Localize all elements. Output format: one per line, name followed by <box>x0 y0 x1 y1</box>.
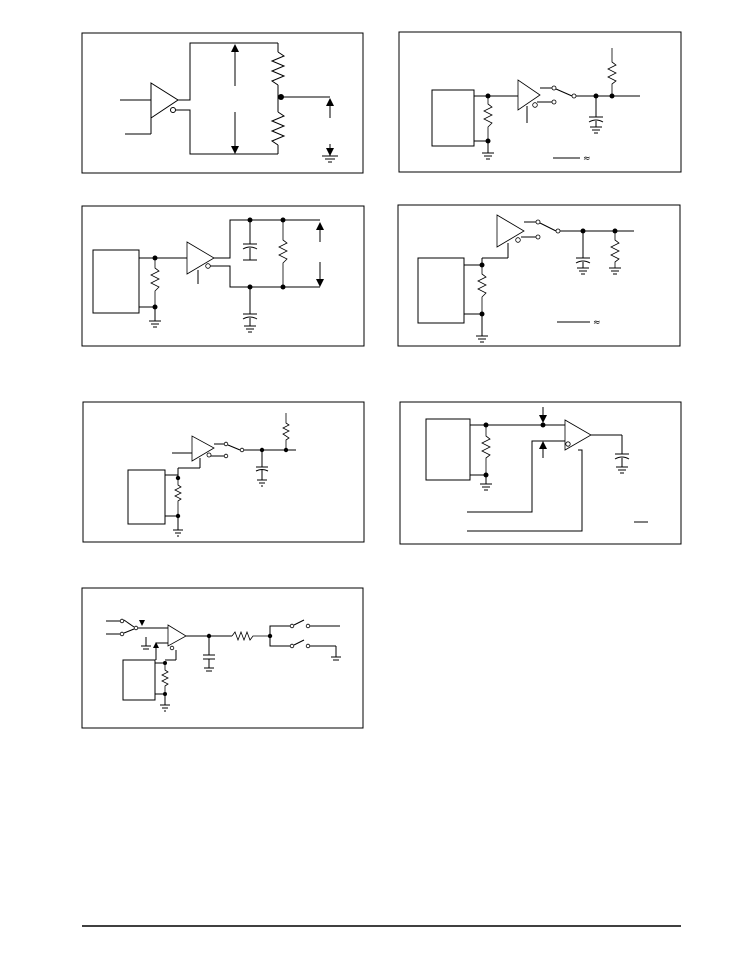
termination-resistor <box>477 265 487 314</box>
figure-6-comparator-thresholds <box>399 401 682 545</box>
switch-contact <box>535 219 541 225</box>
inverting-output-bubble <box>170 107 176 113</box>
source-block <box>122 659 156 701</box>
figure-3-frame <box>81 205 365 347</box>
input-switch-1 <box>123 619 135 628</box>
output-switch-2 <box>293 639 305 646</box>
switch-blade <box>227 444 241 451</box>
figure-5-compact-receiver-switch <box>82 401 365 543</box>
comparator-triangle <box>496 214 525 248</box>
figure-7-mux-output-switches <box>81 587 364 729</box>
source-block <box>425 418 471 481</box>
switch-contact <box>223 441 229 447</box>
switch-blade <box>555 88 573 97</box>
comparator-triangle <box>564 419 592 451</box>
output-switch-1 <box>293 619 305 626</box>
figure-3-receiver-rc-network <box>81 205 365 347</box>
termination-resistor <box>481 425 491 475</box>
output-top-wire <box>178 42 278 101</box>
output-bottom-wire <box>176 109 278 155</box>
comparator-triangle <box>191 435 215 462</box>
figure-4-frame <box>397 204 681 347</box>
comparator-triangle <box>517 79 541 111</box>
switch-contact <box>551 85 557 91</box>
termination-resistor <box>483 96 493 141</box>
input-switch-2 <box>123 628 135 634</box>
figure-1-frame <box>81 32 364 174</box>
resistor-top <box>270 51 286 86</box>
figure-1-differential-driver-divider <box>81 32 364 174</box>
termination-resistor <box>174 478 182 516</box>
approx-symbol: ≈ <box>583 154 591 164</box>
figure-2-frame <box>398 31 682 173</box>
source-block <box>92 249 140 314</box>
figure-6-frame <box>399 401 682 545</box>
load-resistor <box>610 231 620 268</box>
mux-comparator-triangle <box>167 624 187 647</box>
series-resistor <box>231 630 270 642</box>
pullup-resistor <box>607 48 617 96</box>
termination-resistor <box>161 663 169 694</box>
figure-2-receiver-switch-rc: ≈ <box>398 31 682 173</box>
source-block <box>417 257 465 324</box>
figure-5-frame <box>82 401 365 543</box>
pullup-resistor <box>282 413 290 450</box>
figure-7-frame <box>81 587 364 729</box>
buffer-triangle <box>186 241 215 275</box>
resistor-bottom <box>270 111 286 146</box>
source-block <box>127 469 166 525</box>
switch-blade <box>539 222 557 232</box>
source-block <box>431 89 475 147</box>
termination-resistor <box>150 258 160 307</box>
approx-symbol: ≈ <box>593 318 601 328</box>
figure-4-receiver-switch-load: ≈ <box>397 204 681 347</box>
load-resistor <box>278 220 288 287</box>
